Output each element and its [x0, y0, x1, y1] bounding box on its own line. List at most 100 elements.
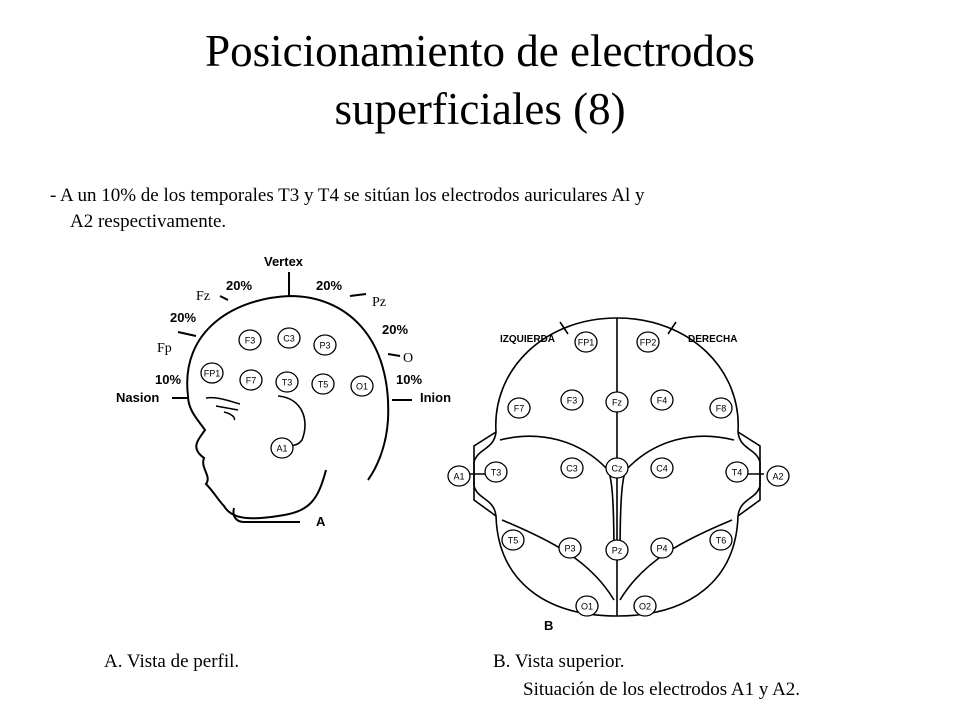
label-pz: Pz — [372, 295, 386, 310]
label-inion: Inion — [420, 390, 451, 405]
side-electrode-label-t5: T5 — [318, 380, 329, 390]
label-20-3: 20% — [170, 310, 196, 325]
eye — [205, 396, 241, 421]
title-line-1: Posicionamiento de electrodos — [205, 26, 755, 76]
side-electrode-label-o1: O1 — [356, 382, 368, 392]
fp-marker — [177, 331, 197, 337]
label-derecha: DERECHA — [688, 334, 737, 345]
top-electrode-label-t3: T3 — [491, 468, 502, 478]
top-electrode-a2 — [766, 465, 790, 487]
label-izquierda: IZQUIERDA — [500, 334, 555, 345]
right-ear — [737, 431, 761, 517]
top-electrode-label-a2: A2 — [772, 472, 783, 482]
caption-a: A. Vista de perfil. — [104, 651, 240, 672]
top-electrode-fz — [605, 391, 629, 413]
side-electrode-c3 — [277, 327, 301, 349]
bullet-line-2: A2 respectivamente. — [70, 211, 227, 232]
side-electrode-fp1 — [200, 362, 224, 384]
top-electrode-o2 — [633, 595, 657, 617]
top-electrode-a1 — [447, 465, 471, 487]
side-electrode-a1 — [270, 437, 294, 459]
side-electrode-f3 — [238, 329, 262, 351]
top-electrode-label-o2: O2 — [639, 602, 651, 612]
top-electrode-c3 — [560, 457, 584, 479]
top-electrode-label-f3: F3 — [567, 396, 578, 406]
slide-title: Posicionamiento de electrodos superficia… — [0, 22, 960, 138]
label-20-4: 20% — [382, 322, 408, 337]
label-20-1: 20% — [226, 278, 252, 293]
head-top-mark-2 — [667, 321, 677, 335]
o-marker — [387, 353, 401, 357]
top-electrode-o1 — [575, 595, 599, 617]
left-ear — [473, 431, 497, 517]
title-line-2: superficiales (8) — [334, 84, 626, 134]
top-electrode-fp2 — [636, 331, 660, 353]
top-electrode-label-pz: Pz — [612, 546, 623, 556]
side-electrode-t3 — [275, 371, 299, 393]
fz-marker — [219, 295, 229, 301]
caption-b-line-2: Situación de los electrodos A1 y A2. — [523, 679, 801, 700]
top-electrode-label-cz: Cz — [612, 464, 623, 474]
top-electrode-label-fp2: FP2 — [640, 338, 657, 348]
label-nasion: Nasion — [116, 390, 159, 405]
side-view-diagram — [172, 272, 412, 523]
top-electrode-label-t4: T4 — [732, 468, 743, 478]
top-electrode-label-f8: F8 — [716, 404, 727, 414]
top-electrode-label-t5: T5 — [508, 536, 519, 546]
top-electrode-f4 — [650, 389, 674, 411]
top-electrode-cz — [605, 457, 629, 479]
side-electrode-label-p3: P3 — [319, 341, 330, 351]
label-10-left: 10% — [155, 372, 181, 387]
top-electrode-label-f4: F4 — [657, 396, 668, 406]
face-profile — [187, 395, 327, 520]
side-electrode-f7 — [239, 369, 263, 391]
label-fz: Fz — [196, 289, 210, 304]
top-electrode-t5 — [501, 529, 525, 551]
top-electrode-t4 — [725, 461, 749, 483]
side-electrode-label-f3: F3 — [245, 336, 256, 346]
top-electrode-label-t6: T6 — [716, 536, 727, 546]
top-electrode-t6 — [709, 529, 733, 551]
top-electrode-label-p3: P3 — [564, 544, 575, 554]
top-electrode-p4 — [650, 537, 674, 559]
side-electrode-label-a1: A1 — [276, 444, 287, 454]
side-electrode-label-fp1: FP1 — [204, 369, 221, 379]
top-electrode-t3 — [484, 461, 508, 483]
side-electrode-label-c3: C3 — [283, 334, 295, 344]
label-panel-b: B — [544, 618, 553, 633]
top-electrode-label-fp1: FP1 — [578, 338, 595, 348]
top-electrode-c4 — [650, 457, 674, 479]
label-panel-a: A — [316, 514, 326, 529]
head-outline — [186, 294, 390, 481]
caption-b-line-1: B. Vista superior. — [493, 651, 625, 672]
top-electrode-label-f7: F7 — [514, 404, 525, 414]
side-electrode-label-f7: F7 — [246, 376, 257, 386]
label-20-2: 20% — [316, 278, 342, 293]
top-electrode-label-o1: O1 — [581, 602, 593, 612]
side-electrode-o1 — [350, 375, 374, 397]
top-electrode-label-c4: C4 — [656, 464, 668, 474]
top-electrode-label-p4: P4 — [656, 544, 667, 554]
top-electrode-f7 — [507, 397, 531, 419]
side-electrode-label-t3: T3 — [282, 378, 293, 388]
top-electrode-p3 — [558, 537, 582, 559]
top-electrode-fp1 — [574, 331, 598, 353]
bullet-text: - A un 10% de los temporales T3 y T4 se … — [50, 183, 930, 235]
top-electrode-f8 — [709, 397, 733, 419]
label-o: O — [403, 351, 413, 366]
pz-marker — [349, 293, 367, 297]
label-vertex: Vertex — [264, 254, 304, 269]
top-electrode-label-c3: C3 — [566, 464, 578, 474]
top-electrode-label-a1: A1 — [453, 472, 464, 482]
top-view-labels: IZQUIERDA DERECHA B — [500, 334, 737, 633]
top-electrode-pz — [605, 539, 629, 561]
bullet-line-1: - A un 10% de los temporales T3 y T4 se … — [50, 185, 645, 206]
side-electrode-t5 — [311, 373, 335, 395]
label-10-right: 10% — [396, 372, 422, 387]
label-fp: Fp — [157, 341, 172, 356]
side-view-labels: Vertex 20% 20% Fz 20% Fp 10% Nasion Pz 2… — [116, 254, 451, 529]
neck-line — [232, 507, 300, 523]
